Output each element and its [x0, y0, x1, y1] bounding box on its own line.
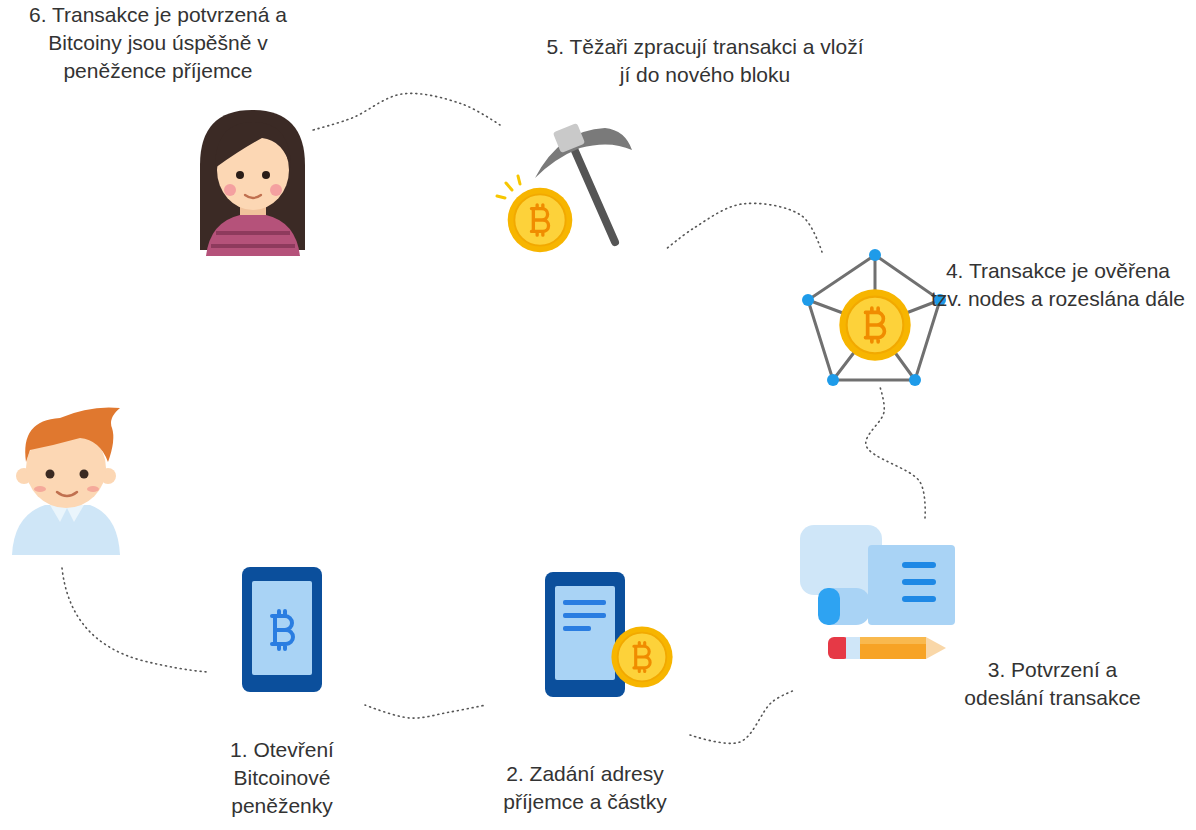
payment-phone-part — [545, 572, 625, 697]
transaction-document-part — [902, 579, 936, 585]
payment-phone-part — [611, 626, 672, 687]
transaction-document-part — [868, 545, 955, 625]
sender-figure-part — [87, 486, 99, 492]
wallet-phone-part — [252, 581, 312, 675]
sender-figure — [12, 407, 120, 555]
mining-pickaxe-part — [553, 123, 585, 153]
sender-figure-part — [57, 492, 77, 496]
payment-phone-part — [555, 586, 615, 680]
wallet-phone — [242, 567, 322, 692]
node-network — [802, 249, 946, 386]
leader-line — [62, 568, 208, 672]
sender-figure-part — [34, 486, 46, 492]
payment-phone — [545, 572, 673, 697]
transaction-document-part — [902, 562, 936, 568]
node-network-part — [909, 374, 921, 386]
sender-figure-part — [12, 505, 120, 555]
recipient-figure-part — [236, 171, 244, 179]
sender-figure-part — [25, 407, 120, 462]
transaction-document — [800, 525, 955, 659]
recipient-figure — [200, 110, 305, 256]
transaction-document-part — [902, 596, 936, 602]
transaction-document-part — [926, 637, 946, 659]
dotted-connector — [365, 705, 486, 718]
mining-pickaxe-part — [535, 128, 632, 178]
recipient-figure-part — [262, 171, 270, 179]
step-node: 2. Zadání adresy příjemce a částky — [486, 565, 690, 827]
mining-pickaxe — [497, 123, 632, 252]
recipient-figure-part — [211, 233, 295, 246]
step-label: 3. Potvrzení a odeslání transakce — [950, 656, 1155, 712]
sender-figure-part — [46, 470, 55, 479]
node-network-part — [827, 374, 839, 386]
step-label: 6. Transakce je potvrzená a Bitcoiny jso… — [12, 1, 304, 85]
step-label: 5. Těžaři zpracují transakci a vloží jí … — [545, 33, 865, 89]
mining-pickaxe-part — [568, 135, 615, 242]
node-network-part — [802, 294, 814, 306]
transaction-document-part — [818, 588, 840, 625]
dotted-connector — [866, 387, 925, 518]
recipient-figure-part — [270, 184, 282, 196]
payment-phone-part — [563, 600, 606, 605]
wallet-phone-part — [272, 611, 293, 649]
wallet-phone-part — [242, 567, 322, 692]
step-label: 1. Otevření Bitcoinové peněženky — [207, 736, 357, 820]
mining-pickaxe-part — [508, 188, 573, 253]
transaction-document-part — [860, 637, 926, 659]
node-network-part — [808, 255, 940, 380]
recipient-figure-part — [215, 122, 291, 168]
recipient-figure-part — [224, 184, 236, 196]
transaction-document-part — [846, 637, 860, 659]
dotted-connector — [690, 690, 795, 743]
payment-phone-part — [563, 613, 606, 618]
recipient-figure-part — [206, 215, 300, 256]
node-network-part — [839, 289, 910, 360]
transaction-document-part — [860, 637, 926, 644]
sender-figure-part — [80, 470, 89, 479]
step-node: 4. Transakce je ověřena tzv. nodes a roz… — [800, 252, 1192, 387]
step-node: 3. Potvrzení a odeslání transakce — [795, 518, 1160, 723]
recipient-figure-part — [245, 195, 261, 198]
dotted-connector — [665, 203, 822, 252]
mining-pickaxe-part — [497, 176, 520, 198]
step-node: 5. Těžaři zpracují transakci a vloží jí … — [500, 28, 870, 250]
node-network-part — [869, 249, 881, 261]
node-network-part — [808, 255, 940, 380]
payment-phone-part — [563, 626, 591, 631]
step-label: 4. Transakce je ověřena tzv. nodes a roz… — [928, 257, 1188, 313]
transaction-document-part — [818, 588, 870, 625]
step-node: 6. Transakce je potvrzená a Bitcoiny jso… — [8, 0, 313, 258]
step-node: 1. Otevření Bitcoinové peněženky — [200, 555, 365, 827]
dotted-connector — [313, 93, 500, 130]
step-label: 2. Zadání adresy příjemce a částky — [490, 760, 680, 816]
